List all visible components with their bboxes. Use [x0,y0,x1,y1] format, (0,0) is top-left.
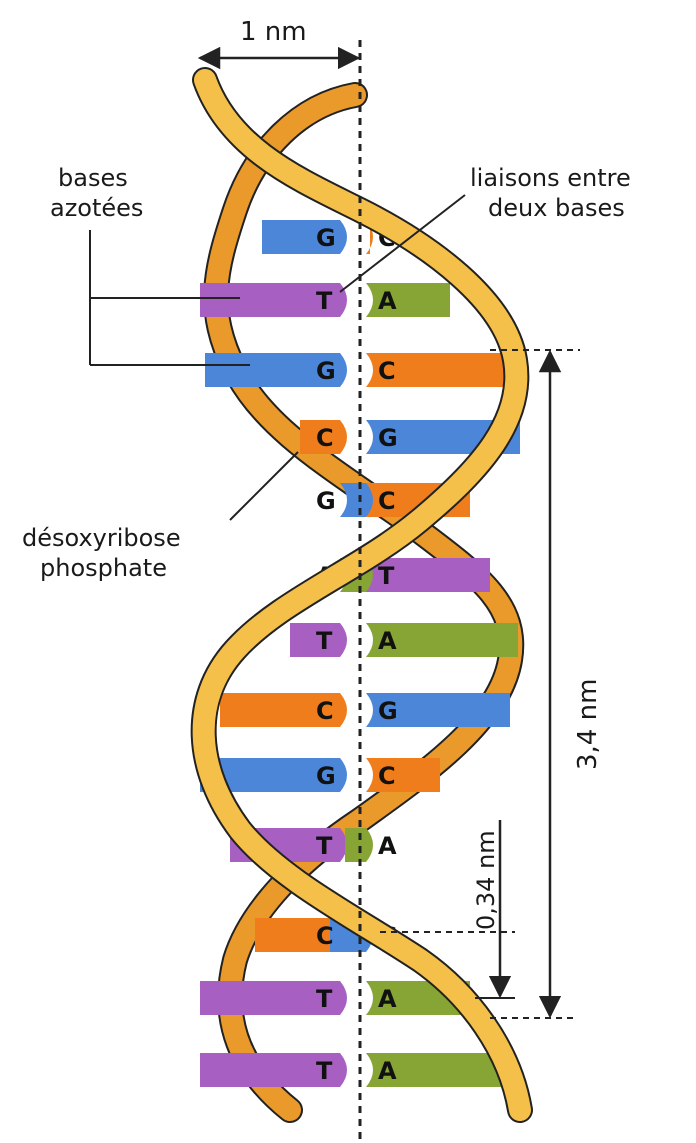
base-letter-right: A [378,287,397,315]
base-letter-right: G [378,424,398,452]
front-strand-fill [204,80,520,1110]
base-letter-left: T [316,832,333,860]
backbone-label-line1: désoxyribose [22,524,181,552]
back-strand [216,95,511,1110]
back-strand-fill [216,95,511,1110]
backbone-label-line2: phosphate [40,554,167,582]
base-letter-left: G [316,762,336,790]
base-letter-right: A [378,1057,397,1085]
base-letter-right: A [378,985,397,1013]
front-strand [204,80,520,1110]
bases-label-line2: azotées [50,194,143,222]
base-letter-right: T [378,562,395,590]
base-letter-right: A [378,627,397,655]
base-letter-left: C [316,697,334,725]
turn-label: 3,4 nm [573,679,603,770]
base-letter-left: G [316,487,336,515]
base-letter-left: T [316,985,333,1013]
step-label: 0,34 nm [472,830,500,930]
base-letter-right: C [378,487,396,515]
base-letter-right: G [378,697,398,725]
backbone-pointer [230,452,298,520]
bonds-label-line2: deux bases [488,194,625,222]
base-letter-left: T [316,1057,333,1085]
base-letter-right: A [378,832,397,860]
base-letter-left: T [316,287,333,315]
base-letter-right: C [378,357,396,385]
width-label: 1 nm [240,17,307,47]
base-letter-left: C [316,424,334,452]
base-letter-left: C [316,922,334,950]
bases-label-line1: bases [58,164,128,192]
base-letter-left: T [316,627,333,655]
bonds-label-line1: liaisons entre [470,164,631,192]
base-letter-right: C [378,762,396,790]
base-letter-left: G [316,357,336,385]
base-letter-left: G [316,224,336,252]
